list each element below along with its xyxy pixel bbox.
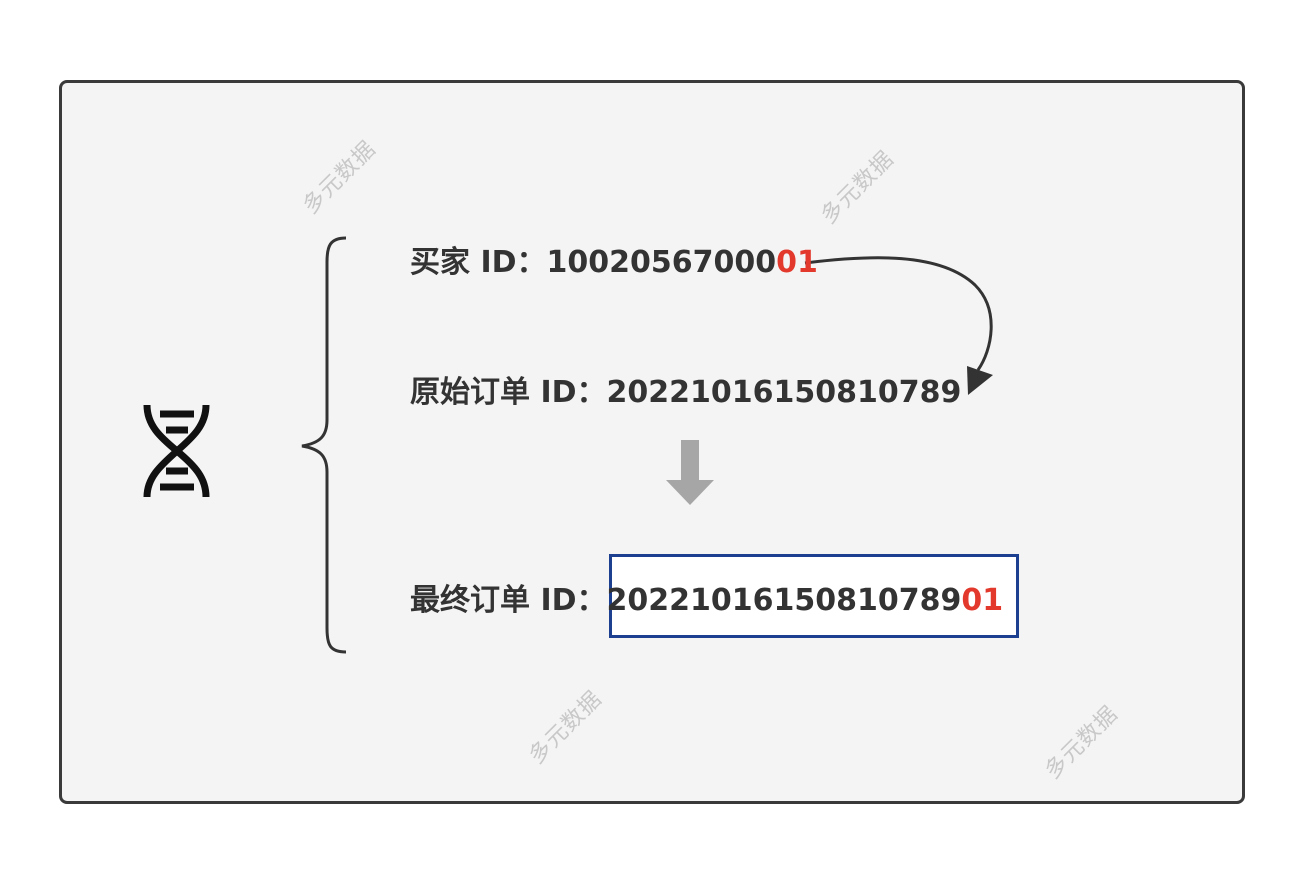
original-order-id-label: 原始订单 ID： — [410, 375, 607, 410]
final-order-id-suffix: 01 — [961, 583, 1004, 618]
original-order-id-value: 20221016150810789 — [606, 375, 962, 410]
final-order-id-value: 20221016150810789 — [606, 583, 962, 618]
curly-brace — [301, 236, 347, 654]
dna-icon — [143, 404, 210, 498]
final-order-id-line: 最终订单 ID：2022101615081078901 — [410, 586, 1003, 616]
final-order-id-box — [609, 554, 1019, 638]
buyer-id-label: 买家 ID： — [410, 245, 547, 280]
buyer-id-suffix: 01 — [776, 245, 818, 280]
curved-arrow-icon — [804, 256, 993, 395]
down-arrow-icon — [666, 440, 714, 505]
diagram-panel — [59, 80, 1245, 804]
original-order-id-line: 原始订单 ID：20221016150810789 — [410, 378, 961, 408]
buyer-id-line: 买家 ID：1002056700001 — [410, 248, 818, 278]
final-order-id-label: 最终订单 ID： — [410, 583, 607, 618]
buyer-id-value: 10020567000 — [546, 245, 777, 280]
